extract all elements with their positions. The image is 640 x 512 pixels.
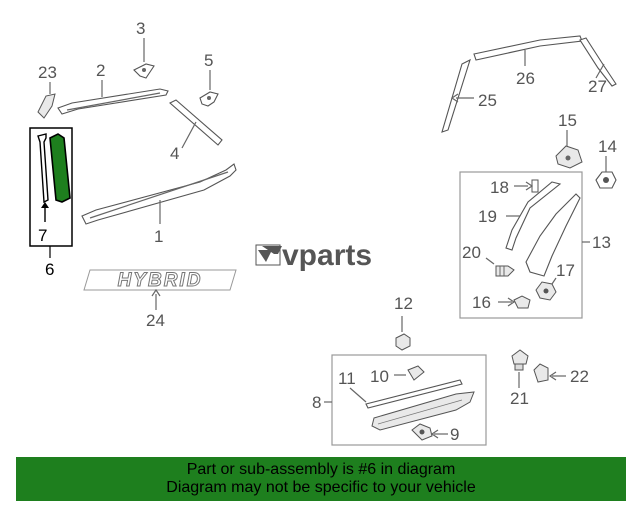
- part-number-22: 22: [570, 367, 589, 386]
- part-13-box: [459, 171, 583, 319]
- part-14[interactable]: 14: [595, 137, 617, 189]
- part-13-group[interactable]: 13 18 19 20 17: [459, 171, 611, 319]
- part-3[interactable]: 3: [133, 19, 155, 79]
- part-1[interactable]: 1: [81, 163, 237, 246]
- part-number-26: 26: [516, 69, 535, 88]
- part-number-14: 14: [598, 137, 617, 156]
- part-5[interactable]: 5: [199, 51, 219, 107]
- part-9[interactable]: 9: [411, 423, 459, 444]
- part-number-2: 2: [96, 61, 105, 80]
- part-26[interactable]: 26: [473, 35, 583, 88]
- info-banner-line-2: Diagram may not be specific to your vehi…: [166, 479, 476, 496]
- part-number-18: 18: [490, 178, 509, 197]
- part-number-7: 7: [38, 226, 47, 245]
- part-17[interactable]: 17: [535, 261, 575, 301]
- part-15[interactable]: 15: [555, 111, 583, 169]
- part-18[interactable]: 18: [490, 178, 539, 197]
- part-19[interactable]: 19: [478, 181, 562, 251]
- part-20[interactable]: 20: [462, 243, 515, 277]
- part-6-assembly[interactable]: 7 6: [29, 127, 73, 279]
- part-27[interactable]: 27: [579, 37, 617, 96]
- part-number-27: 27: [588, 77, 607, 96]
- part-number-8: 8: [312, 393, 321, 412]
- part-25[interactable]: 25: [441, 58, 497, 133]
- part-4[interactable]: 4: [169, 99, 223, 163]
- info-banner: Part or sub-assembly is #6 in diagram Di…: [16, 457, 626, 501]
- part-number-21: 21: [510, 389, 529, 408]
- logo-text: vparts: [282, 239, 372, 272]
- info-banner-line-1: Part or sub-assembly is #6 in diagram: [186, 461, 456, 478]
- part-23[interactable]: 23: [37, 63, 57, 119]
- part-number-15: 15: [558, 111, 577, 130]
- emblem-text: HYBRID: [118, 270, 203, 291]
- part-24[interactable]: HYBRID 24: [83, 269, 237, 330]
- part-number-23: 23: [38, 63, 57, 82]
- part-10[interactable]: 10: [370, 365, 425, 386]
- part-2[interactable]: 2: [57, 61, 169, 115]
- part-13-trim[interactable]: [525, 193, 581, 277]
- part-number-13: 13: [592, 233, 611, 252]
- part-6-highlight[interactable]: [49, 133, 71, 203]
- part-number-25: 25: [478, 91, 497, 110]
- part-number-20: 20: [462, 243, 481, 262]
- part-number-12: 12: [394, 294, 413, 313]
- part-number-1: 1: [154, 227, 163, 246]
- part-number-3: 3: [136, 19, 145, 38]
- part-number-10: 10: [370, 367, 389, 386]
- part-7-strip[interactable]: [37, 133, 49, 204]
- part-number-9: 9: [450, 425, 459, 444]
- part-21[interactable]: 21: [510, 349, 529, 408]
- part-16[interactable]: 16: [472, 293, 531, 312]
- part-number-17: 17: [556, 261, 575, 280]
- part-8-group[interactable]: 8 10 11 9: [312, 354, 487, 446]
- part-12[interactable]: 12: [394, 294, 413, 351]
- part-number-24: 24: [146, 311, 165, 330]
- part-22[interactable]: 22: [533, 363, 589, 386]
- part-11[interactable]: 11: [338, 369, 463, 409]
- part-number-11: 11: [338, 369, 356, 388]
- part-number-16: 16: [472, 293, 491, 312]
- part-number-6: 6: [45, 260, 54, 279]
- part-number-4: 4: [170, 144, 179, 163]
- part-number-19: 19: [478, 207, 497, 226]
- vparts-logo: vparts: [255, 239, 372, 272]
- part-number-5: 5: [204, 51, 213, 70]
